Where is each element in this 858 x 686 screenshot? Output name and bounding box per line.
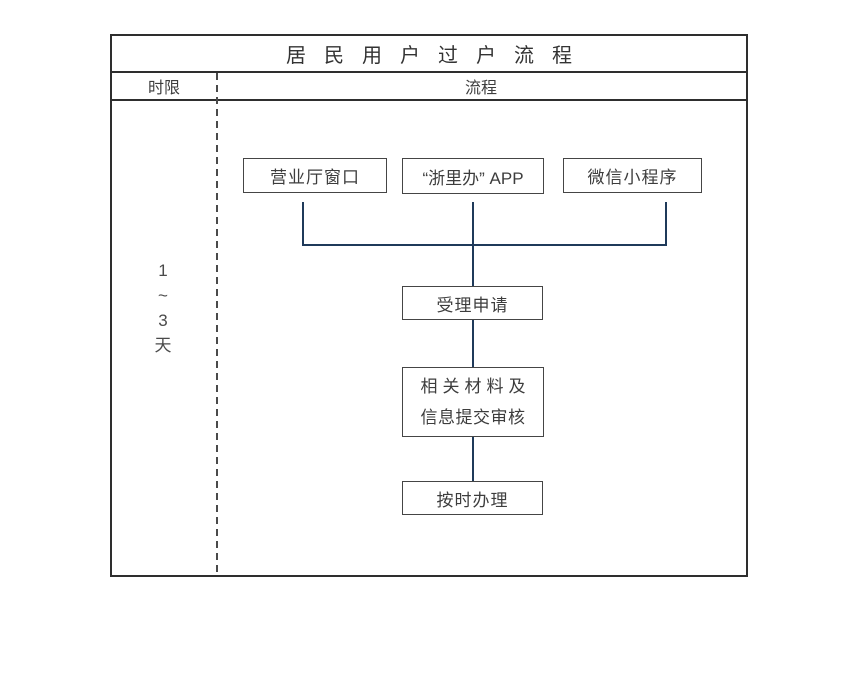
step-box-timely-processing: 按时办理 — [402, 481, 543, 515]
page-title: 居民用户过户流程 — [286, 45, 590, 67]
step-box-accept-application: 受理申请 — [402, 286, 543, 320]
connector-line-left-drop — [302, 202, 304, 246]
step-box-label-line1: 相关材料及 — [420, 377, 531, 396]
dashed-column-divider — [216, 73, 218, 575]
channel-box-label: 营业厅窗口 — [270, 168, 360, 187]
table-title-row: 居民用户过户流程 — [112, 36, 746, 73]
step-box-materials-review: 相关材料及 信息提交审核 — [402, 367, 544, 437]
process-header-label: 流程 — [464, 80, 497, 97]
connector-line-right-drop — [665, 202, 667, 246]
connector-line-step2-step3 — [472, 437, 474, 481]
connector-line-merge — [302, 244, 667, 246]
channel-box-zheliban-app: “浙里办” APP — [402, 158, 544, 194]
step-box-label-line2: 信息提交审核 — [420, 408, 526, 427]
channel-box-business-hall: 营业厅窗口 — [243, 158, 387, 193]
header-cell-process: 流程 — [216, 73, 746, 101]
channel-box-wechat-miniprogram: 微信小程序 — [563, 158, 702, 193]
time-limit-line: 1 — [158, 261, 168, 280]
header-cell-time-limit: 时限 — [112, 73, 216, 101]
time-limit-line: 天 — [154, 336, 172, 355]
channel-box-label: “浙里办” APP — [422, 168, 524, 188]
time-limit-line: 3 — [158, 311, 168, 330]
step-box-label: 受理申请 — [436, 295, 509, 315]
time-limit-header-label: 时限 — [147, 80, 180, 97]
time-limit-value: 1 ~ 3 天 — [110, 258, 216, 358]
connector-line-step1-step2 — [472, 320, 474, 367]
channel-box-label: 微信小程序 — [587, 168, 678, 187]
step-box-label: 按时办理 — [436, 490, 509, 510]
time-limit-line: ~ — [158, 286, 168, 305]
